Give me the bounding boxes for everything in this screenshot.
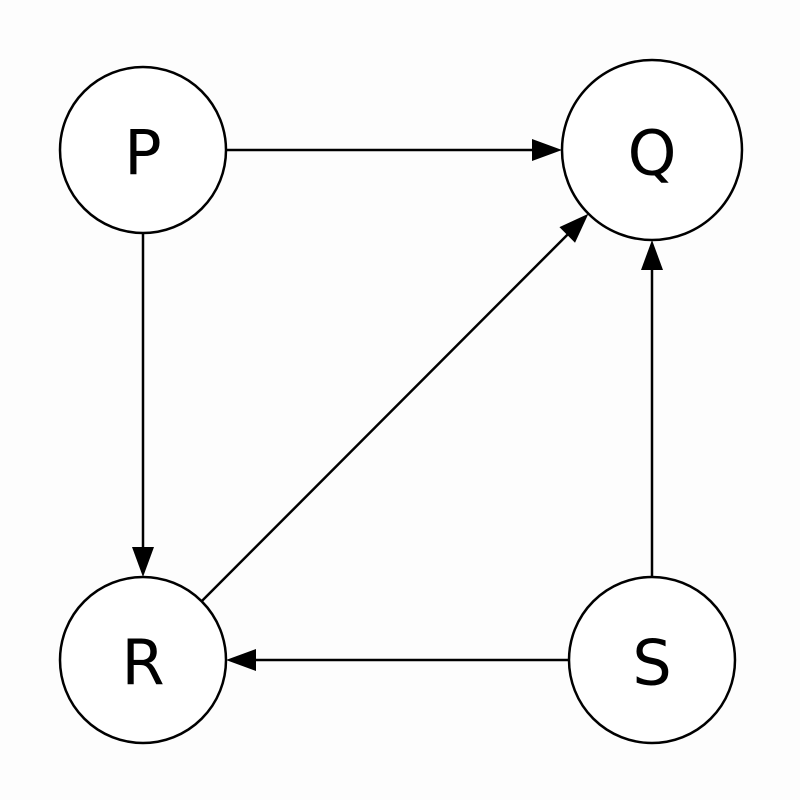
node-s: S [567,575,737,745]
edges-layer [132,139,663,671]
node-q-label: Q [628,117,677,190]
node-s-circle [567,575,737,745]
node-p-label: P [124,117,161,190]
arrowhead-icon [641,240,663,270]
node-q: Q [560,58,744,242]
node-r-label: R [121,627,164,700]
node-q-circle [560,58,744,242]
arrowhead-icon [559,213,589,243]
edge-s-to-r [226,649,569,671]
edge-p-to-q [226,139,562,161]
arrowhead-icon [132,547,154,577]
arrowhead-icon [226,649,256,671]
edge-p-to-r [132,233,154,577]
node-r: R [58,575,228,745]
node-s-label: S [632,627,671,700]
nodes-layer: P Q R S [58,58,744,745]
node-p-circle [58,65,228,235]
node-r-circle [58,575,228,745]
edge-r-to-q-line [200,232,570,603]
arrowhead-icon [532,139,562,161]
node-p: P [58,65,228,235]
edge-s-to-q [641,240,663,577]
edge-r-to-q [200,213,589,603]
